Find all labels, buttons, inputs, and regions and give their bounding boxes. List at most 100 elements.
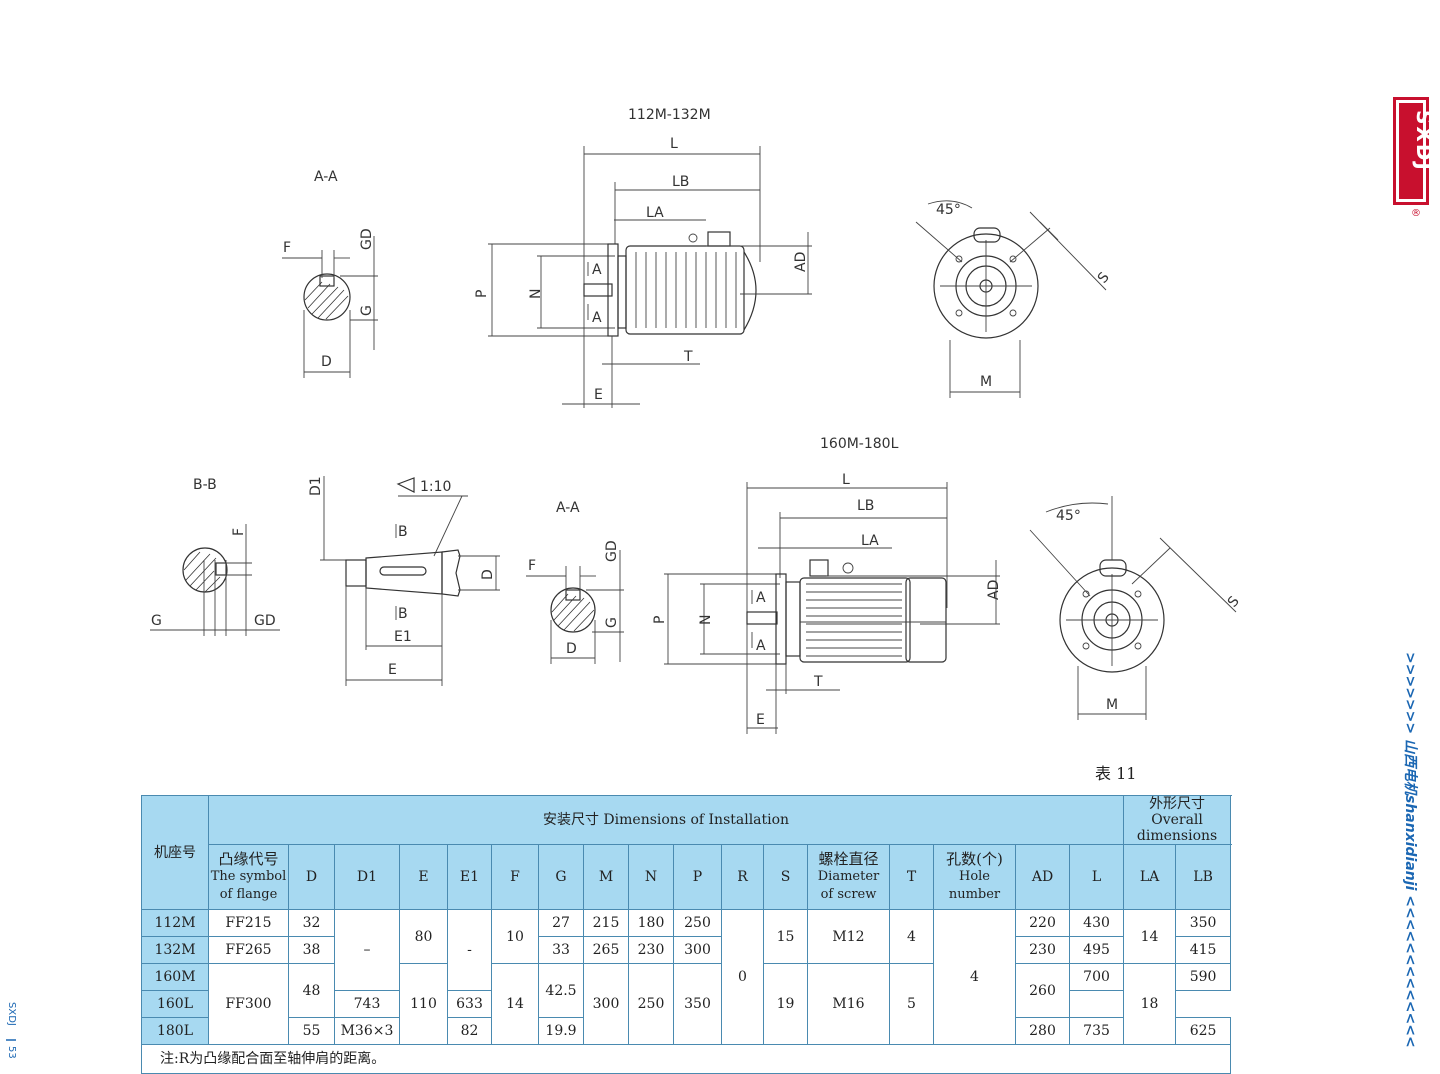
dim-f-bb: F: [231, 528, 247, 536]
header-l: L: [1068, 844, 1125, 910]
dim-angle-bottom: 45°: [1056, 508, 1081, 524]
dim-l-top: L: [670, 136, 678, 152]
ad-132m: 230: [1015, 936, 1070, 964]
p-132m: 300: [673, 936, 722, 964]
frame-160m: 160M: [141, 963, 209, 991]
header-d: D: [288, 844, 335, 910]
l-180l: 735: [1068, 1017, 1125, 1045]
section-aa-top: A-A F GD G D: [282, 169, 378, 378]
motor-front-bottom: 45° S M: [1029, 496, 1243, 720]
holes-all: 4: [933, 909, 1016, 1045]
dim-ad-bottom: AD: [986, 580, 1002, 600]
l-160l: 743: [334, 990, 400, 1018]
header-flange-cn: 凸缘代号: [218, 850, 279, 868]
la-160-180: 18: [1123, 963, 1177, 1045]
page-code: SXDJ: [6, 1002, 17, 1026]
flange-132m: FF265: [208, 936, 289, 964]
header-ad: AD: [1015, 844, 1070, 910]
n-160-180: 250: [628, 963, 674, 1045]
page-footer: SXDJ 53: [6, 1002, 17, 1059]
e1-112-160: -: [447, 909, 492, 991]
label-aa-bottom: A-A: [556, 500, 580, 516]
dim-d-aa-top: D: [321, 354, 332, 370]
t-160-180: 5: [889, 963, 934, 1045]
table-caption: 表 11: [1095, 764, 1137, 783]
dim-lb-top: LB: [672, 174, 689, 190]
lb-132m: 415: [1175, 936, 1232, 964]
motor-side-bottom: L LB LA P N AD A A: [652, 472, 1002, 734]
frame-112m: 112M: [141, 909, 209, 937]
dim-m-top: M: [980, 374, 992, 390]
dim-a1-top: A: [592, 262, 602, 278]
title-160m-180l: 160M-180L: [820, 436, 899, 452]
header-f: F: [491, 844, 539, 910]
header-e1: E1: [447, 844, 492, 910]
taper-shaft: D1 1:10 D B B E1 E: [308, 476, 500, 686]
l-132m: 495: [1068, 936, 1125, 964]
dim-n-bottom: N: [698, 615, 714, 625]
e-112-132: 80: [399, 909, 448, 964]
flange-160-180: FF300: [208, 963, 289, 1045]
ad-180l: 280: [1015, 1017, 1070, 1045]
n-132m: 230: [628, 936, 674, 964]
dim-a2-top: A: [592, 310, 602, 326]
l-112m: 430: [1068, 909, 1125, 937]
d-132m: 38: [288, 936, 335, 964]
header-overall-group: 外形尺寸 Overall dimensions: [1123, 795, 1232, 845]
f-160-180: 14: [491, 963, 539, 1045]
header-lb: LB: [1175, 844, 1232, 910]
dimension-table: 机座号 安装尺寸 Dimensions of Installation 外形尺寸…: [140, 795, 1232, 1074]
frame-180l: 180L: [141, 1017, 209, 1045]
lb-160l: 633: [447, 990, 492, 1018]
dim-g-bb: G: [151, 613, 162, 629]
table-row: 160L 743 633: [141, 990, 1231, 1018]
lb-180l: 625: [1175, 1017, 1232, 1045]
dim-d-shaft: D: [480, 569, 496, 580]
g-160: 42.5: [538, 963, 584, 1018]
s-160-180: 19: [763, 963, 808, 1045]
dim-g-aa-bottom: G: [604, 617, 620, 628]
header-g: G: [538, 844, 584, 910]
dim-p-top: P: [474, 290, 490, 298]
dim-a1-bottom: A: [756, 590, 766, 606]
dim-n-top: N: [528, 289, 544, 299]
dim-e-bottom: E: [756, 712, 765, 728]
dim-l-bottom: L: [842, 472, 850, 488]
technical-drawing: 112M-132M A-A F GD G D L LB LA: [150, 107, 1243, 734]
label-aa-top: A-A: [314, 169, 338, 185]
dim-d1: D1: [308, 476, 324, 496]
side-brand-label: >>>>>>> 山西电机shanxidianji <<<<<<<<<<<<<: [1402, 652, 1419, 1048]
d-112m: 32: [288, 909, 335, 937]
header-m: M: [583, 844, 629, 910]
dim-angle-top: 45°: [936, 202, 961, 218]
dim-b1: B: [398, 524, 408, 540]
dim-f-aa-top: F: [283, 240, 291, 256]
m-132m: 265: [583, 936, 629, 964]
header-screw-en1: Diameter: [817, 869, 880, 884]
header-screw-cn: 螺栓直径: [818, 850, 879, 868]
header-holes: 孔数(个) Hole number: [933, 844, 1016, 910]
g-132m: 33: [538, 936, 584, 964]
d1-112-160: –: [334, 909, 400, 991]
logo-text: SXDJ: [1412, 110, 1430, 172]
header-flange-en1: The symbol: [210, 869, 287, 884]
table-row: 160M FF300 48 110 14 42.5 300 250 350 19…: [141, 963, 1232, 1045]
motor-front-top: 45° S M: [915, 200, 1113, 398]
page-number: 53: [6, 1046, 17, 1059]
dim-taper: 1:10: [420, 479, 451, 495]
table-row: 132M FF265 38 33 265 230 300 230 495 415: [141, 936, 1232, 964]
header-r: R: [721, 844, 764, 910]
dim-la-top: LA: [646, 205, 664, 221]
g-180l: 19.9: [538, 1017, 584, 1045]
table-row: 112M FF215 32 – 80 - 10 27 215 180 250 0…: [141, 909, 1232, 1045]
dim-t-top: T: [683, 349, 693, 365]
motor-side-top: L LB LA P N AD A A: [474, 136, 812, 408]
dim-lb-bottom: LB: [857, 498, 874, 514]
header-flange: 凸缘代号 The symbol of flange: [208, 844, 289, 910]
dim-f-aa-bottom: F: [528, 558, 536, 574]
section-aa-bottom: A-A F GD G D: [526, 500, 624, 664]
ad-160: 260: [1015, 963, 1070, 1018]
n-112m: 180: [628, 909, 674, 937]
m-112m: 215: [583, 909, 629, 937]
header-holes-en1: Hole: [958, 869, 990, 884]
